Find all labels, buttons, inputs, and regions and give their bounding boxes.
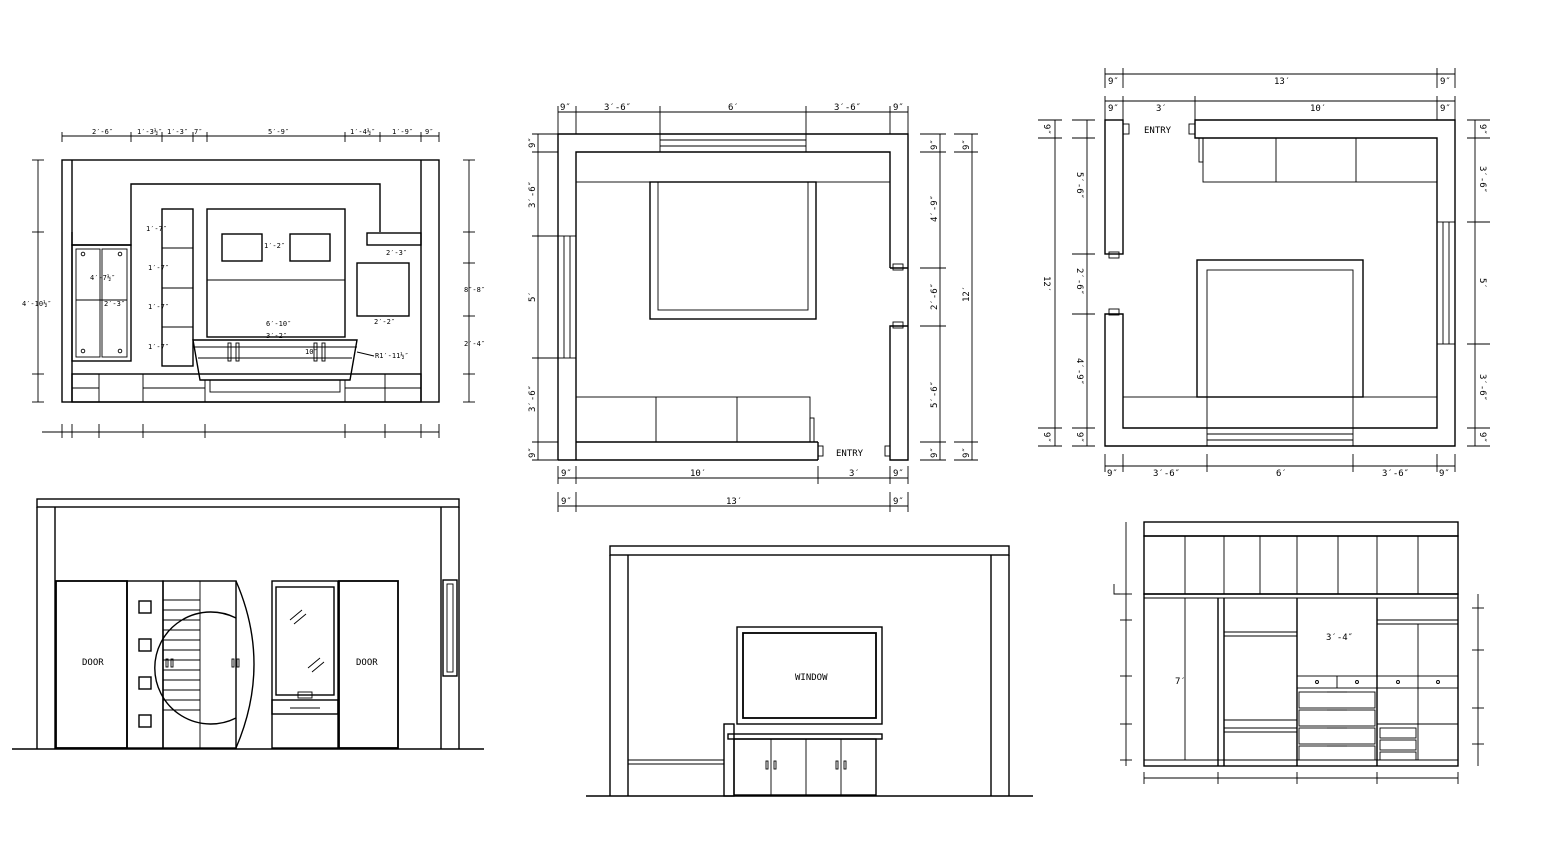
plan-b-top-total-dim-1: 13′ (1274, 77, 1290, 87)
plan-b-left-inner-dim-3: 9″ (1074, 432, 1084, 443)
plan-b-left-inner-dim-1: 2′-6″ (1074, 268, 1084, 295)
plan-b-top-total-dim-0: 9″ (1108, 77, 1119, 87)
floor-plan-b: ENTRY 9″ 13′ 9″ 9″ 3′ (1038, 68, 1490, 479)
plan-a-top-dim-4: 9″ (893, 103, 904, 113)
elevation-tv-wall: 4′-7½″ 2′-3″ 1′-7″ 1′-7″ 1′-7″ 1′-7″ 1′-… (22, 128, 485, 438)
tv-shelf-dim-3: 1′-7″ (148, 343, 169, 351)
plan-a-right-outer-dim-2: 9″ (962, 447, 972, 458)
plan-a-right-outer-dim-1: 12′ (962, 286, 972, 302)
plan-a-total-dim-1: 13′ (726, 497, 742, 507)
elevation-window-wall: WINDOW (586, 545, 1033, 797)
tv-cabinet-dim-1: 2′-3″ (104, 300, 125, 308)
plan-b-top-dim-3: 9″ (1440, 104, 1451, 114)
plan-b-right-dim-3: 3′-6″ (1477, 374, 1487, 401)
wardrobe-height-label: 7′ (1175, 677, 1186, 687)
tv-cabinet-dim-0: 4′-7½″ (90, 274, 115, 282)
plan-a-left-dim-0: 9″ (528, 137, 538, 148)
plan-a-total-dim-2: 9″ (893, 497, 904, 507)
plan-a-right-dim-4: 9″ (930, 447, 940, 458)
plan-b-left-inner-dim-2: 4′-9″ (1074, 358, 1084, 385)
tv-top-dim-2: 1′-3″ (167, 128, 188, 136)
tv-panel-dim-2: 2′-2″ (374, 318, 395, 326)
plan-b-top-dim-2: 10′ (1310, 104, 1326, 114)
tv-panel-dim-5: 2′-4″ (464, 340, 485, 348)
tv-shelf-dim-1: 1′-7″ (148, 264, 169, 272)
plan-a-right-dim-1: 4′-9″ (930, 195, 940, 222)
tv-shelf-dim-0: 1′-7″ (146, 225, 167, 233)
plan-a-right-dim-0: 9″ (930, 139, 940, 150)
plan-a-total-dim-0: 9″ (561, 497, 572, 507)
right-door-label: DOOR (356, 658, 378, 668)
wardrobe-width-label: 3′-4″ (1326, 633, 1353, 643)
tv-shelf-dim-2: 1′-7″ (148, 303, 169, 311)
window-label: WINDOW (795, 673, 828, 683)
tv-top-dim-5: 1′-4½″ (350, 128, 375, 136)
plan-b-bottom-dim-3: 3′-6″ (1382, 469, 1409, 479)
plan-a-left-dim-2: 5′ (528, 291, 538, 302)
plan-b-top-dim-1: 3′ (1156, 104, 1167, 114)
tv-panel-dim-3: 6′-10″ (266, 320, 291, 328)
plan-b-bottom-dim-4: 9″ (1439, 469, 1450, 479)
floor-plan-a: ENTRY 9″ 3′-6″ 6′ 3′-6″ 9″ 9″ 3′-6″ 5′ 3… (528, 103, 978, 512)
elevation-wardrobe-wall: 3′-4″ 7′ (1113, 521, 1484, 784)
plan-a-left-dim-4: 9″ (528, 447, 538, 458)
tv-left-dim: 4′-10½″ (22, 300, 52, 308)
plan-a-left-dim-3: 3′-6″ (528, 385, 538, 412)
plan-a-bottom-dim-1: 10′ (690, 469, 706, 479)
plan-a-top-dim-0: 9″ (560, 103, 571, 113)
plan-b-right-dim-0: 9″ (1477, 124, 1487, 135)
plan-a-right-dim-2: 2′-6″ (930, 283, 940, 310)
tv-top-dim-4: 5′-9″ (268, 128, 289, 136)
plan-a-top-dim-2: 6′ (728, 103, 739, 113)
plan-a-left-dim-1: 3′-6″ (528, 181, 538, 208)
plan-a-right-outer-dim-0: 9″ (962, 139, 972, 150)
tv-radius-label: R1′-11½″ (375, 352, 409, 360)
plan-b-bottom-dim-0: 9″ (1107, 469, 1118, 479)
plan-b-right-dim-2: 5′ (1477, 278, 1487, 289)
plan-b-left-outer-dim-2: 9″ (1041, 432, 1051, 443)
plan-a-top-dim-1: 3′-6″ (604, 103, 631, 113)
tv-top-dim-0: 2′-6″ (92, 128, 113, 136)
tv-top-dim-6: 1′-9″ (392, 128, 413, 136)
left-door-label: DOOR (82, 658, 104, 668)
plan-b-bottom-dim-2: 6′ (1276, 469, 1287, 479)
tv-top-dim-7: 9″ (425, 128, 433, 136)
plan-b-bottom-dim-1: 3′-6″ (1153, 469, 1180, 479)
plan-a-bottom-dim-0: 9″ (561, 469, 572, 479)
plan-b-left-inner-dim-0: 5′-6″ (1074, 172, 1084, 199)
plan-b-left-outer-dim-0: 9″ (1041, 124, 1051, 135)
tv-top-dim-3: 7″ (194, 128, 202, 136)
tv-panel-dim-4: 3′-2″ (266, 332, 287, 340)
plan-b-left-outer-dim-1: 12′ (1041, 276, 1051, 292)
plan-a-bottom-dim-2: 3′ (849, 469, 860, 479)
plan-b-top-dim-0: 9″ (1108, 104, 1119, 114)
tv-panel-dim-6: 8″-8″ (464, 286, 485, 294)
tv-small-dim: 10″ (305, 348, 318, 356)
plan-a-entry-label: ENTRY (836, 449, 864, 459)
plan-a-top-dim-3: 3′-6″ (834, 103, 861, 113)
plan-b-entry-label: ENTRY (1144, 126, 1172, 136)
plan-b-right-dim-1: 3′-6″ (1477, 166, 1487, 193)
plan-b-top-total-dim-2: 9″ (1440, 77, 1451, 87)
plan-b-right-dim-4: 9″ (1477, 432, 1487, 443)
tv-panel-dim-0: 1′-2″ (264, 242, 285, 250)
tv-top-dim-1: 1′-3½″ (137, 128, 162, 136)
plan-a-bottom-dim-3: 9″ (893, 469, 904, 479)
plan-a-right-dim-3: 5′-6″ (930, 381, 940, 408)
tv-panel-dim-1: 2′-3″ (386, 249, 407, 257)
elevation-doors-wall: DOOR DOOR (12, 498, 484, 750)
